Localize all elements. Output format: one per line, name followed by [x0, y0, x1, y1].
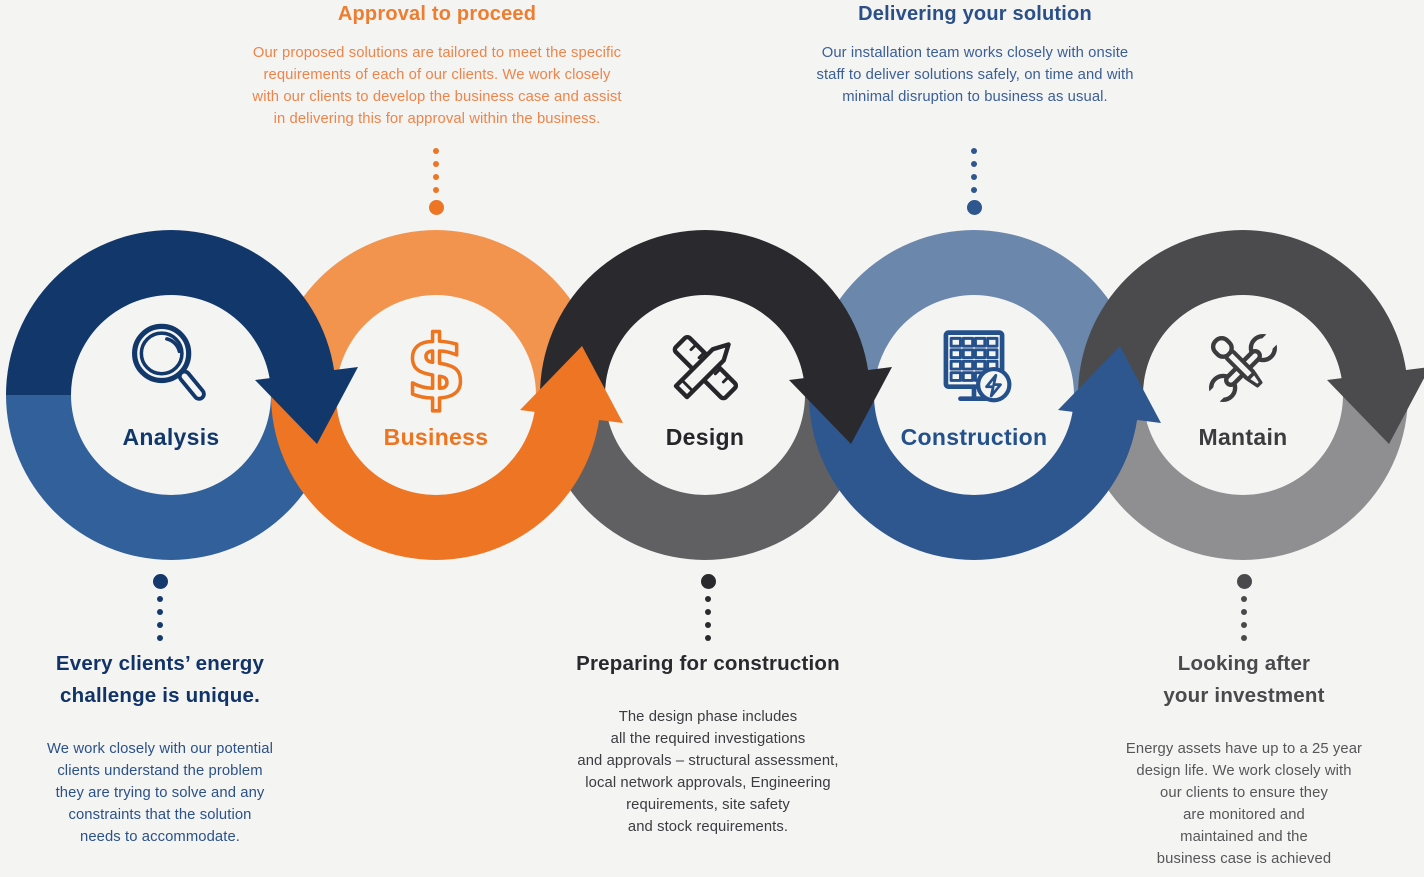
note-title: Preparing for construction	[576, 652, 840, 675]
ring-top-half	[809, 230, 1139, 395]
note-title: Looking after your investment	[1163, 652, 1325, 707]
step-label: Mantain	[1198, 424, 1288, 450]
note-title: Approval to proceed	[337, 3, 537, 25]
flow-arrow-down-icon	[255, 367, 358, 444]
step-label: Business	[383, 424, 489, 450]
ring-bottom-half	[6, 395, 336, 560]
connector-dots-design	[700, 574, 716, 641]
dot	[157, 635, 163, 641]
dot	[1241, 609, 1247, 615]
dot	[705, 596, 711, 602]
dot	[971, 174, 977, 180]
dot	[433, 161, 439, 167]
dot	[433, 174, 439, 180]
process-step-business: $ Business	[271, 230, 623, 560]
note-delivering-your-solution: Delivering your solution Our installatio…	[735, 3, 1215, 108]
dot	[1241, 596, 1247, 602]
note-every-clients-energy: Every clients’ energy challenge is uniqu…	[0, 648, 320, 848]
note-title: Delivering your solution	[858, 3, 1092, 25]
ring-top-half	[271, 230, 601, 395]
process-step-analysis: Analysis	[6, 230, 358, 560]
note-body: We work closely with our potential clien…	[47, 741, 273, 845]
svg-text:$: $	[406, 317, 467, 419]
dot-large	[152, 574, 168, 589]
flow-arrow-down-icon	[1327, 367, 1424, 444]
dot	[157, 609, 163, 615]
process-step-design: Design	[540, 230, 892, 560]
ring-bottom-half	[271, 395, 601, 560]
note-preparing-for-construction: Preparing for construction The design ph…	[518, 648, 898, 838]
dollar-icon: $	[384, 315, 488, 421]
note-looking-after-investment: Looking after your investment Energy ass…	[1084, 648, 1404, 870]
step-label: Analysis	[122, 424, 220, 450]
dot	[1241, 622, 1247, 628]
dot	[971, 187, 977, 193]
step-label: Construction	[900, 424, 1048, 450]
note-approval-to-proceed: Approval to proceed Our proposed solutio…	[197, 3, 677, 130]
dot	[157, 596, 163, 602]
dot	[971, 148, 977, 154]
dot	[433, 148, 439, 154]
wrench-screwdriver-icon	[1191, 316, 1295, 420]
note-body: Energy assets have up to a 25 year desig…	[1125, 741, 1363, 867]
dot	[705, 622, 711, 628]
ring-bottom-half	[809, 395, 1139, 560]
dot-large	[700, 574, 716, 589]
process-step-mantain: Mantain	[1078, 230, 1424, 560]
ring-top-half	[1078, 230, 1408, 395]
note-title: Every clients’ energy challenge is uniqu…	[55, 652, 265, 707]
connector-dots-mantain	[1236, 574, 1252, 641]
note-body: Our proposed solutions are tailored to m…	[252, 45, 622, 127]
dot	[971, 161, 977, 167]
ring-bottom-half	[540, 395, 870, 560]
dot	[705, 609, 711, 615]
dot	[705, 635, 711, 641]
solar-panel-icon	[922, 316, 1026, 420]
ring-bottom-half	[1078, 395, 1408, 560]
dot	[433, 187, 439, 193]
connector-dots-business	[428, 148, 444, 215]
dot	[1241, 635, 1247, 641]
process-step-construction: Construction	[809, 230, 1161, 560]
dot	[157, 622, 163, 628]
note-body: The design phase includes all the requir…	[577, 709, 839, 835]
dot-large	[1236, 574, 1252, 589]
step-label: Design	[665, 424, 745, 450]
dot-large	[428, 200, 444, 215]
flow-arrow-up-icon	[520, 346, 623, 423]
flow-arrow-up-icon	[1058, 346, 1161, 423]
ring-top-half	[540, 230, 870, 395]
connector-dots-construction	[966, 148, 982, 215]
pencil-ruler-icon	[653, 316, 757, 420]
flow-arrow-down-icon	[789, 367, 892, 444]
dot-large	[966, 200, 982, 215]
ring-top-half	[6, 230, 336, 395]
connector-dots-analysis	[152, 574, 168, 641]
note-body: Our installation team works closely with…	[816, 45, 1134, 105]
magnifier-icon	[119, 316, 223, 420]
